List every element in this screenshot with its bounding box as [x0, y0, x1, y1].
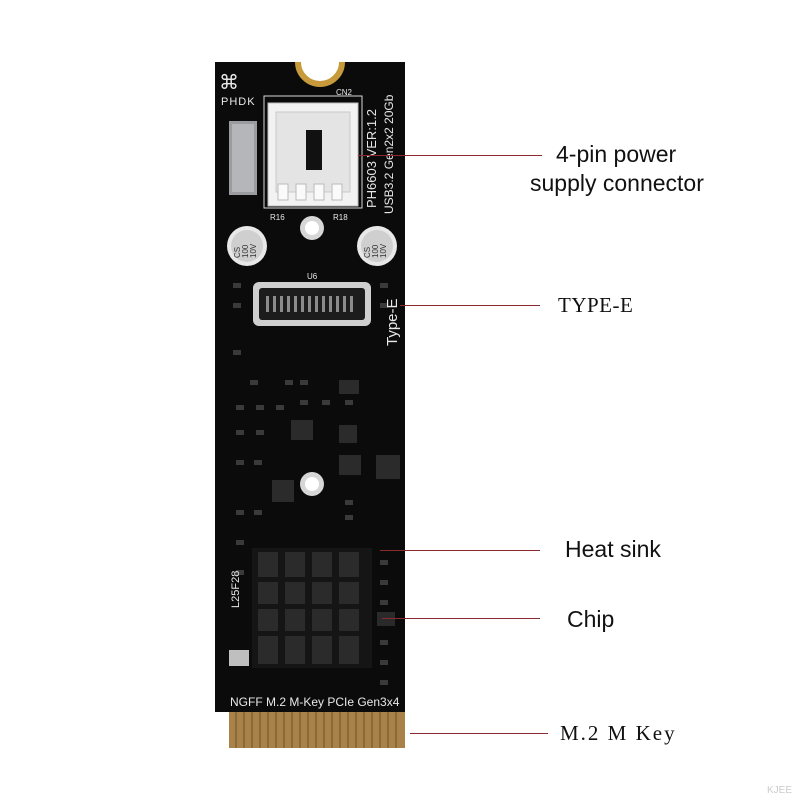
leader-chip — [382, 618, 540, 619]
callout-power-line1: 4-pin power — [556, 141, 677, 167]
silk-heatsink-id: L25F28 — [230, 570, 242, 608]
leader-type-e — [400, 305, 540, 306]
callout-mkey: M.2 M Key — [560, 721, 677, 745]
leader-mkey — [410, 733, 548, 734]
leader-power — [358, 155, 542, 156]
leader-heatsink — [380, 550, 540, 551]
silk-model-line: PH6603 VER:1.2 — [364, 108, 379, 208]
silk-r18: R18 — [333, 213, 348, 222]
watermark: KJEE — [766, 785, 792, 796]
silk-type-e: Type-E — [384, 298, 401, 346]
callout-type-e: TYPE-E — [558, 293, 634, 317]
board-logo-text: PHDK — [221, 96, 256, 108]
board-logo-mark: ⌘ — [219, 70, 239, 94]
callout-heatsink: Heat sink — [565, 536, 661, 562]
silk-bottom-label: NGFF M.2 M-Key PCIe Gen3x4 — [230, 695, 400, 709]
callout-chip: Chip — [567, 606, 615, 632]
silk-cn2: CN2 — [336, 88, 353, 97]
callout-power-line2: supply connector — [530, 170, 704, 196]
silk-u6: U6 — [307, 272, 318, 281]
silk-r16: R16 — [270, 213, 285, 222]
